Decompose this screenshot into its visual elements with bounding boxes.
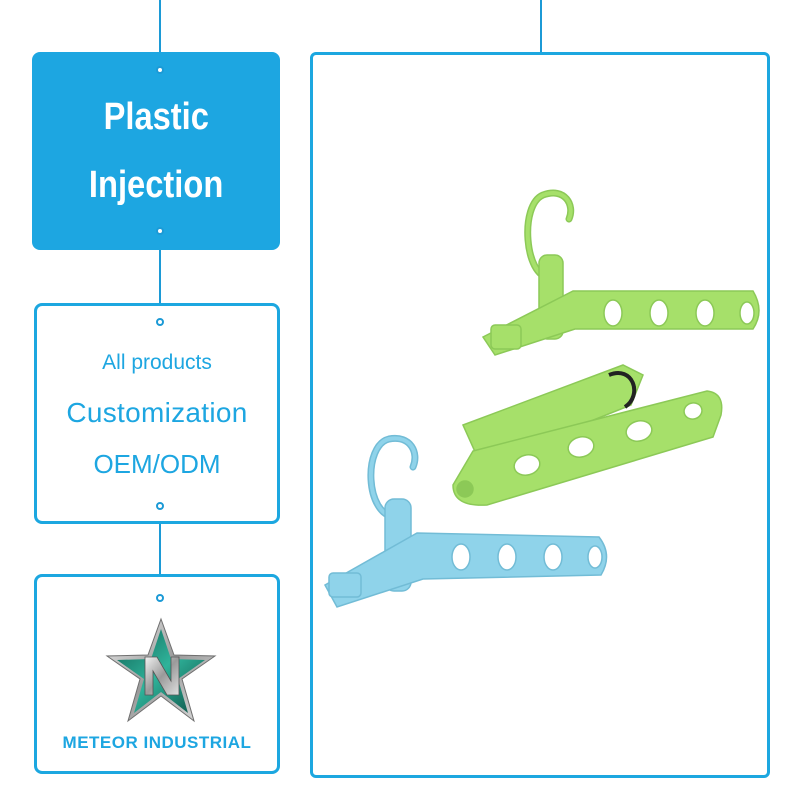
connector-dot [156, 318, 164, 326]
info-box: All products Customization OEM/ODM [34, 303, 280, 524]
green-hanger-top [481, 189, 760, 356]
connector-line-lower-left [159, 505, 161, 597]
connector-dot [156, 594, 164, 602]
title-box: Plastic Injection [32, 52, 280, 250]
title-line-2: Injection [88, 164, 224, 206]
connector-line-top-right [540, 0, 542, 66]
connector-line-top-left [159, 0, 161, 70]
brand-name: METEOR INDUSTRIAL [62, 733, 252, 752]
green-hanger-folded [452, 364, 723, 506]
product-box [310, 52, 770, 778]
star-logo-icon [105, 617, 217, 723]
plastic-hangers-photo [323, 189, 760, 608]
info-line-all-products: All products [102, 351, 212, 374]
title-line-1: Plastic [103, 96, 209, 138]
blue-hanger [323, 434, 608, 608]
info-line-customization: Customization [66, 397, 248, 428]
connector-line-mid-left [159, 232, 161, 322]
connector-dot [156, 227, 164, 235]
brand-box: METEOR INDUSTRIAL [34, 574, 280, 774]
connector-dot [156, 502, 164, 510]
info-line-oem-odm: OEM/ODM [93, 449, 221, 479]
connector-dot [156, 66, 164, 74]
